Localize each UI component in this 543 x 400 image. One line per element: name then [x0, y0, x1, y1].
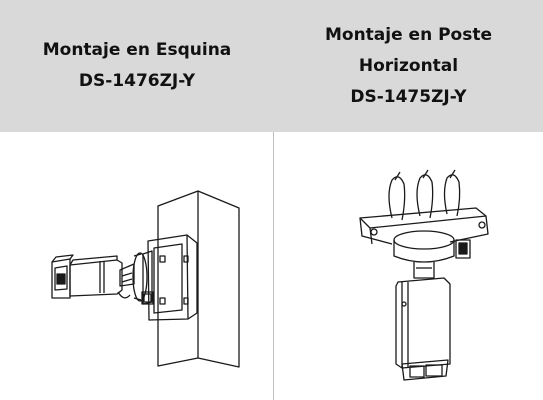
header-pole-mount-model: DS-1475ZJ-Y — [350, 86, 467, 107]
header-pole-mount-title: Montaje en Poste — [324, 24, 493, 45]
header-corner-mount: Montaje en Esquina DS-1476ZJ-Y — [0, 0, 274, 132]
header-pole-mount-title-2: Horizontal — [358, 55, 459, 76]
pole-mount-illustration — [274, 132, 543, 400]
column-divider — [273, 132, 274, 400]
corner-mount-illustration — [0, 132, 273, 400]
header-corner-mount-model: DS-1476ZJ-Y — [78, 71, 196, 91]
header-corner-mount-title: Montaje en Esquina — [42, 40, 232, 60]
header-pole-mount: Montaje en Poste Horizontal DS-1475ZJ-Y — [274, 0, 543, 132]
